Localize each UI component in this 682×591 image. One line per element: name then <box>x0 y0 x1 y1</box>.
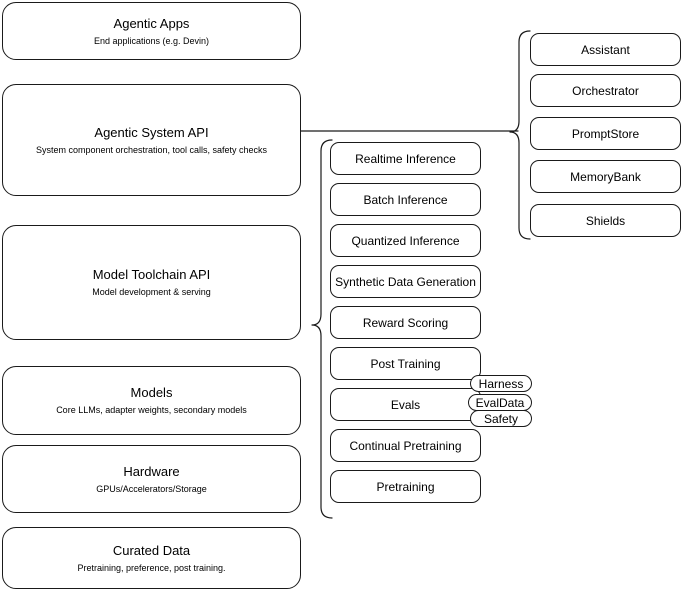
layer-subtitle: End applications (e.g. Devin) <box>93 35 210 46</box>
capability-pretraining[interactable]: Pretraining <box>330 470 481 503</box>
system-component-label: Shields <box>585 213 626 228</box>
system-component-label: PromptStore <box>571 126 640 141</box>
layer-title: Hardware <box>123 463 180 479</box>
capability-evals[interactable]: Evals <box>330 388 481 421</box>
capability-realtime-inference[interactable]: Realtime Inference <box>330 142 481 175</box>
system-component-assistant[interactable]: Assistant <box>530 33 681 66</box>
capability-synthetic-data-generation[interactable]: Synthetic Data Generation <box>330 265 481 298</box>
layer-subtitle: Model development & serving <box>92 287 211 297</box>
capability-label: Quantized Inference <box>351 233 460 248</box>
capability-label: Synthetic Data Generation <box>335 274 476 289</box>
layer-title: Model Toolchain API <box>92 267 211 282</box>
layer-hardware[interactable]: Hardware GPUs/Accelerators/Storage <box>2 445 301 513</box>
system-component-label: Orchestrator <box>572 83 639 98</box>
eval-component-label: Harness <box>478 376 524 391</box>
capability-reward-scoring[interactable]: Reward Scoring <box>330 306 481 339</box>
toolchain-brace <box>311 139 333 519</box>
layer-title: Agentic Apps <box>113 15 190 31</box>
layer-models[interactable]: Models Core LLMs, adapter weights, secon… <box>2 366 301 435</box>
capability-label: Post Training <box>370 356 441 371</box>
capability-batch-inference[interactable]: Batch Inference <box>330 183 481 216</box>
capability-label: Evals <box>390 397 421 412</box>
system-component-promptstore[interactable]: PromptStore <box>530 117 681 150</box>
eval-component-safety[interactable]: Safety <box>470 410 532 427</box>
system-component-label: Assistant <box>581 42 630 57</box>
capability-label: Reward Scoring <box>362 315 449 330</box>
capability-label: Continual Pretraining <box>349 438 462 453</box>
eval-component-label: EvalData <box>475 395 525 410</box>
layer-agentic-apps[interactable]: Agentic Apps End applications (e.g. Devi… <box>2 2 301 60</box>
layer-title: Models <box>130 385 173 400</box>
system-component-shields[interactable]: Shields <box>530 204 681 237</box>
capability-label: Batch Inference <box>363 192 448 207</box>
system-component-orchestrator[interactable]: Orchestrator <box>530 74 681 107</box>
capability-label: Realtime Inference <box>355 151 456 166</box>
eval-component-evaldata[interactable]: EvalData <box>468 394 532 411</box>
system-component-memorybank[interactable]: MemoryBank <box>530 160 681 193</box>
layer-subtitle: GPUs/Accelerators/Storage <box>96 483 207 494</box>
capability-label: Pretraining <box>376 479 435 494</box>
layer-subtitle: System component orchestration, tool cal… <box>35 144 268 155</box>
capability-quantized-inference[interactable]: Quantized Inference <box>330 224 481 257</box>
layer-title: Curated Data <box>112 542 191 558</box>
layer-model-toolchain-api[interactable]: Model Toolchain API Model development & … <box>2 225 301 340</box>
layer-subtitle: Core LLMs, adapter weights, secondary mo… <box>56 405 247 415</box>
capability-post-training[interactable]: Post Training <box>330 347 481 380</box>
system-component-label: MemoryBank <box>570 169 641 184</box>
system-components-brace <box>509 30 531 240</box>
eval-component-label: Safety <box>483 411 519 426</box>
layer-curated-data[interactable]: Curated Data Pretraining, preference, po… <box>2 527 301 589</box>
capability-continual-pretraining[interactable]: Continual Pretraining <box>330 429 481 462</box>
layer-agentic-system-api[interactable]: Agentic System API System component orch… <box>2 84 301 196</box>
eval-component-harness[interactable]: Harness <box>470 375 532 392</box>
layer-title: Agentic System API <box>94 124 209 140</box>
layer-subtitle: Pretraining, preference, post training. <box>77 562 226 573</box>
